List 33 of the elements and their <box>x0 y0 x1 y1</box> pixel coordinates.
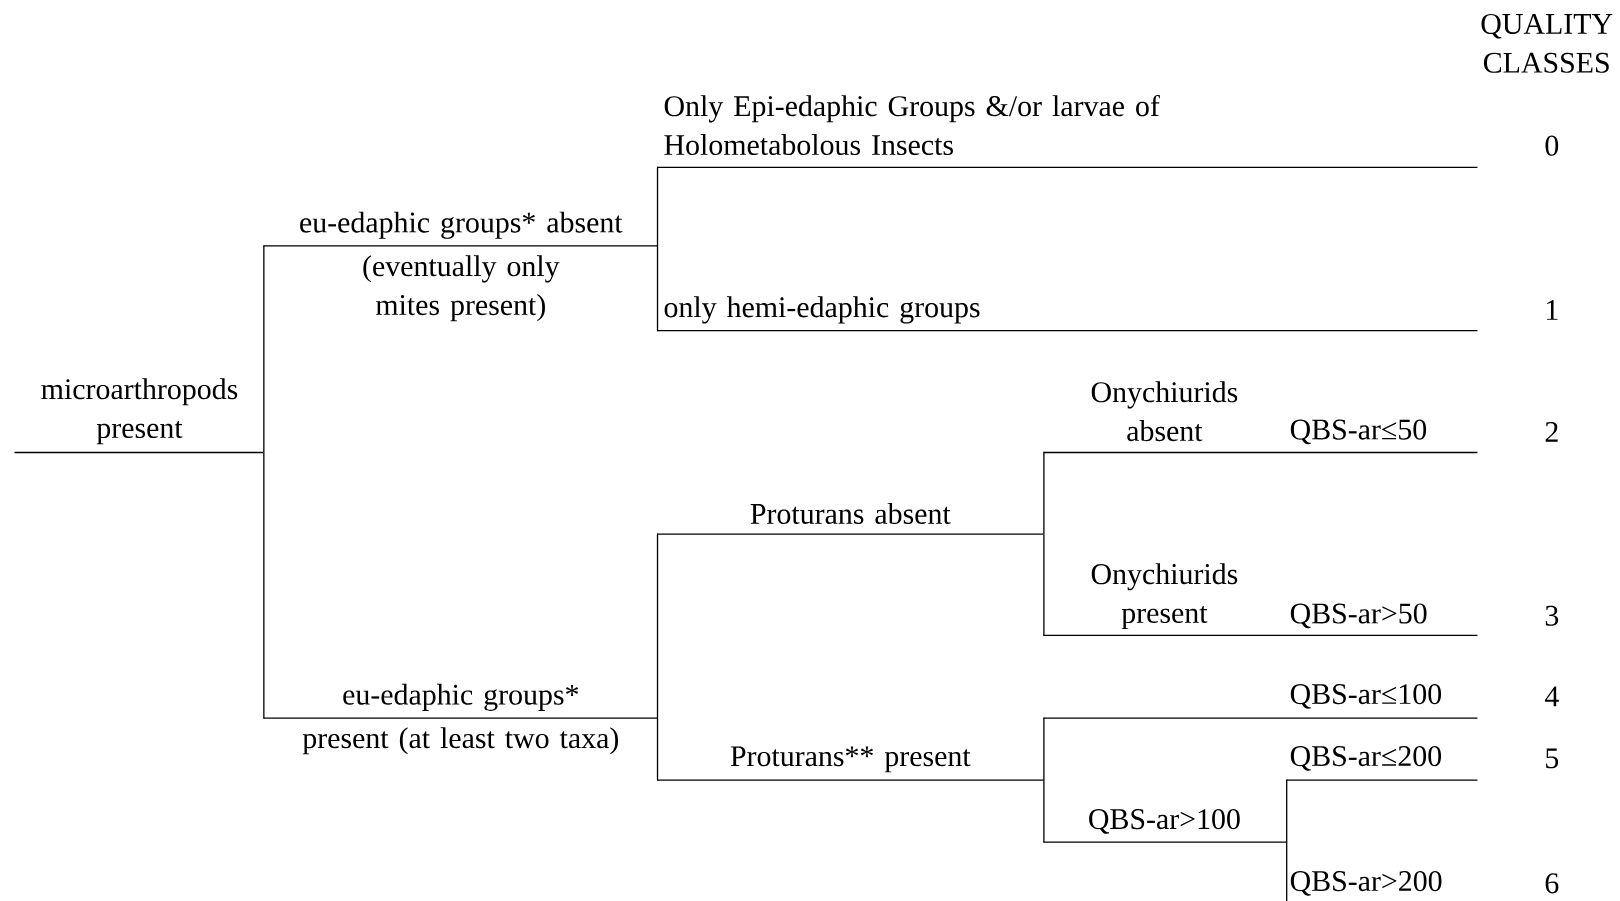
branch-label: Onychiurids present QBS-ar>50 <box>1042 563 1479 637</box>
branch-label: QBS-ar≤200 <box>1285 746 1479 781</box>
branch-label: QBS-ar>100 <box>1042 809 1287 843</box>
branch-label: Proturans absent <box>656 502 1045 535</box>
branch-label: Onychiurids absent QBS-ar≤50 <box>1042 381 1479 454</box>
branch-label: microarthropods present <box>13 378 265 454</box>
branch-connector <box>1042 717 1045 781</box>
quality-class-number: 3 <box>1545 605 1559 626</box>
column-heading: QUALITY CLASSES <box>1481 13 1613 73</box>
branch-connector <box>1042 533 1045 637</box>
branch-connector <box>656 245 659 332</box>
branch-label: QBS-ar≤100 <box>1042 684 1479 719</box>
quality-class-number: 6 <box>1545 873 1559 894</box>
branch-connector <box>1042 451 1045 535</box>
quality-class-number: 4 <box>1544 686 1559 707</box>
quality-class-number: 5 <box>1546 748 1559 769</box>
branch-connector <box>656 533 659 719</box>
quality-class-number: 2 <box>1545 421 1558 442</box>
branch-connector <box>656 166 659 247</box>
branch-label: eu-edaphic groups* present (at least two taxa) <box>262 683 658 755</box>
branch-label: Proturans** present <box>656 746 1045 781</box>
branch-label: QBS-ar>200 <box>1290 871 1442 896</box>
branch-connector <box>262 451 265 719</box>
branch-label: Only Epi-edaphic Groups &/or larvae of Holometabolous Insects <box>656 94 1479 168</box>
branch-connector <box>1285 841 1288 901</box>
branch-connector <box>262 245 265 454</box>
branch-connector <box>1042 779 1045 843</box>
branch-label: eu-edaphic groups* absent (eventually only mites present) <box>262 211 658 322</box>
branch-connector <box>1285 779 1288 843</box>
branch-connector <box>656 717 659 781</box>
branch-label: only hemi-edaphic groups <box>656 296 1479 332</box>
quality-class-number: 1 <box>1547 300 1558 320</box>
quality-class-number: 0 <box>1545 135 1559 156</box>
